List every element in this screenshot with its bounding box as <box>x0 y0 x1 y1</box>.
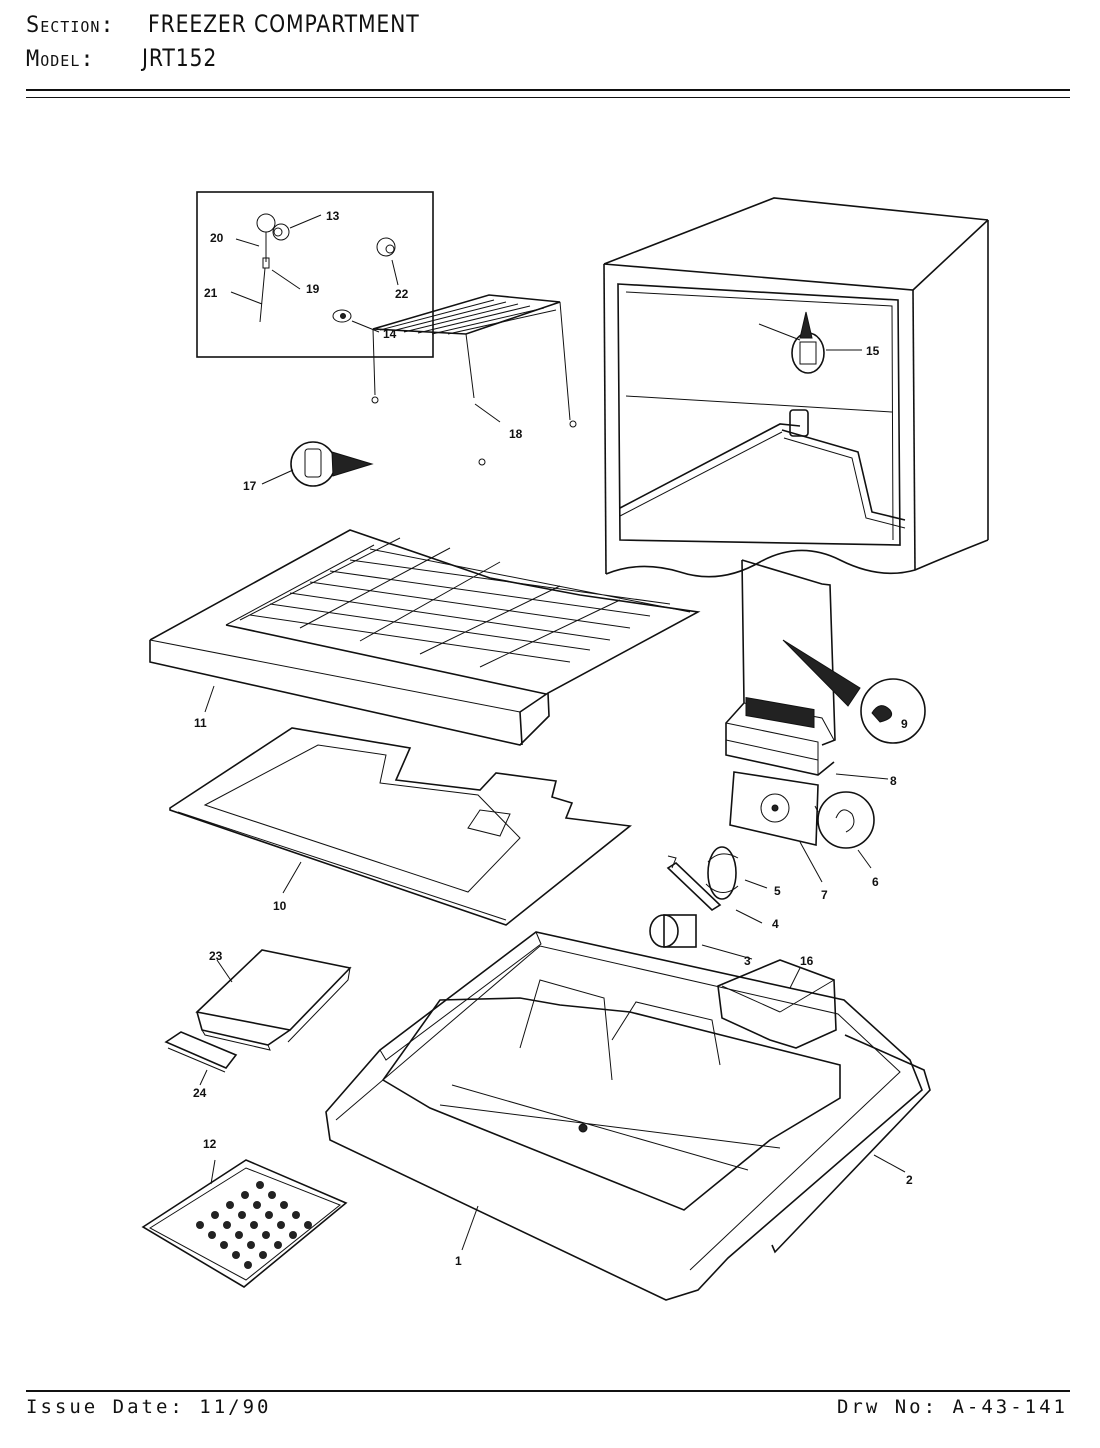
callout-9: 9 <box>901 717 908 731</box>
callout-17: 17 <box>243 479 257 493</box>
callout-4: 4 <box>772 917 779 931</box>
callout-13: 13 <box>326 209 340 223</box>
callout-24: 24 <box>193 1086 207 1100</box>
footer-rule <box>26 1390 1070 1392</box>
callout-23: 23 <box>209 949 223 963</box>
section-label: Section: <box>26 13 115 38</box>
callout-5: 5 <box>774 884 781 898</box>
callout-21: 21 <box>204 286 218 300</box>
panel-10-illustration <box>169 727 632 926</box>
duct-8-illustration <box>725 559 926 780</box>
drawing-number: Drw No: A-43-141 <box>836 1396 1068 1418</box>
shelf-11-illustration <box>149 529 701 746</box>
callout-19: 19 <box>306 282 320 296</box>
callout-2: 2 <box>906 1173 913 1187</box>
callout-8: 8 <box>890 774 897 788</box>
section-value: FREEZER COMPARTMENT <box>147 10 420 38</box>
callout-10: 10 <box>273 899 287 913</box>
issue-date: Issue Date: 11/90 <box>26 1396 272 1418</box>
callout-18: 18 <box>509 427 523 441</box>
callout-22: 22 <box>395 287 409 301</box>
header-rule-bottom <box>26 97 1070 98</box>
ice-bin-23-illustration <box>164 949 352 1086</box>
model-label: Model: <box>26 47 95 72</box>
cabinet-illustration <box>603 197 989 578</box>
header-rule-top <box>26 89 1070 91</box>
fan-assembly-illustration <box>649 771 875 960</box>
callout-14: 14 <box>383 327 397 341</box>
model-value: JRT152 <box>141 44 218 72</box>
callout-20: 20 <box>210 231 224 245</box>
freezer-floor-1-illustration <box>325 931 931 1301</box>
ice-tray-12-illustration <box>141 1159 348 1288</box>
callout-15: 15 <box>866 344 880 358</box>
callout-12: 12 <box>203 1137 217 1151</box>
model-row: Model: JRT152 <box>26 44 230 72</box>
callout-11: 11 <box>194 716 207 730</box>
callout-16: 16 <box>800 954 814 968</box>
callout-1: 1 <box>455 1254 462 1268</box>
callout-3: 3 <box>744 954 751 968</box>
callout-7: 7 <box>821 888 828 902</box>
section-row: Section: FREEZER COMPARTMENT <box>26 10 467 38</box>
callout-6: 6 <box>872 875 879 889</box>
shelf-18-illustration <box>261 294 577 487</box>
detail-inset <box>196 191 434 358</box>
